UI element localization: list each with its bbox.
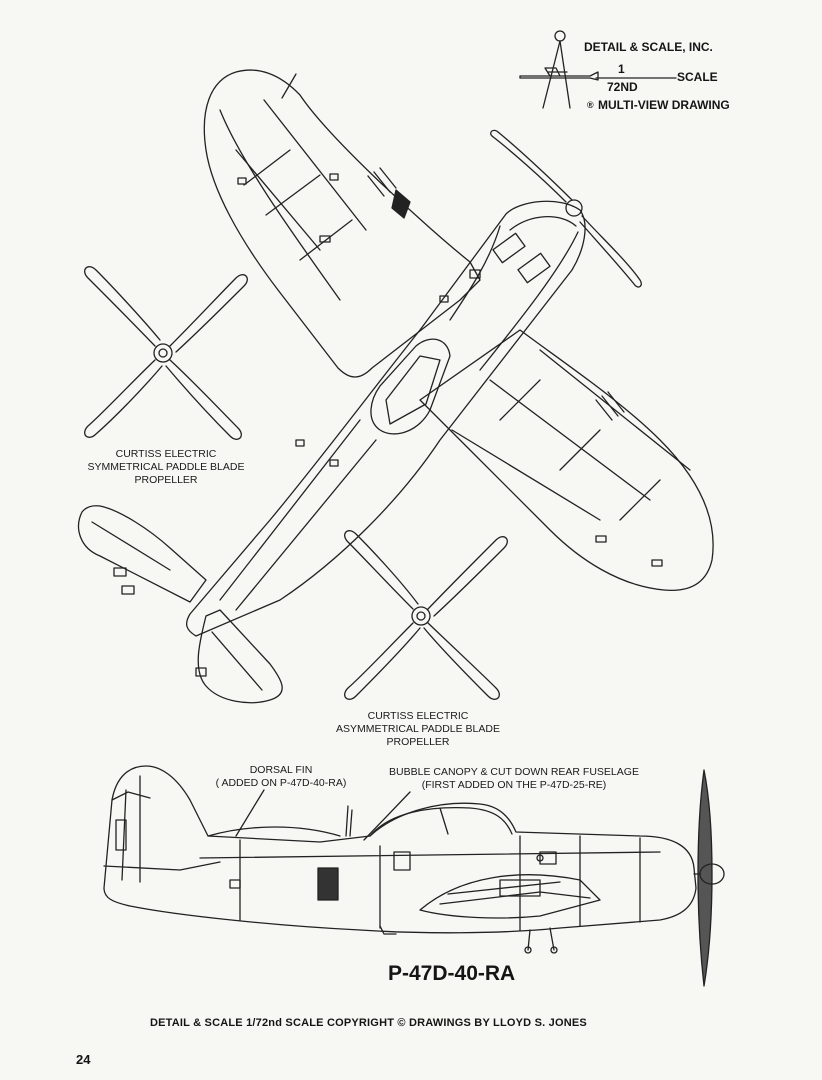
- callout-bubble-canopy: BUBBLE CANOPY & CUT DOWN REAR FUSELAGE (…: [372, 766, 656, 792]
- caption-line: SYMMETRICAL PADDLE BLADE: [87, 461, 245, 473]
- compass-logo-icon: [519, 30, 677, 109]
- side-profile-aircraft: [103, 765, 725, 987]
- caption-prop-symmetric: CURTISS ELECTRIC SYMMETRICAL PADDLE BLAD…: [76, 448, 256, 487]
- propeller-symmetric-drawing: [84, 266, 248, 440]
- caption-line: CURTISS ELECTRIC: [115, 448, 217, 460]
- caption-line: PROPELLER: [386, 736, 450, 748]
- aircraft-designation: P-47D-40-RA: [388, 962, 516, 985]
- callout-line: DORSAL FIN: [249, 764, 313, 776]
- registered-mark: ®: [587, 100, 594, 110]
- caption-line: CURTISS ELECTRIC: [367, 710, 469, 722]
- page-number: 24: [76, 1052, 91, 1067]
- company-name: DETAIL & SCALE, INC.: [584, 40, 713, 54]
- scale-numerator: 1: [618, 62, 625, 76]
- scale-denominator: 72ND: [607, 80, 638, 94]
- plan-view-aircraft: [77, 69, 714, 704]
- callout-dorsal-fin: DORSAL FIN ( ADDED ON P-47D-40-RA): [196, 764, 366, 790]
- caption-prop-asymmetric: CURTISS ELECTRIC ASYMMETRICAL PADDLE BLA…: [318, 710, 518, 749]
- scale-word: SCALE: [677, 70, 718, 84]
- caption-line: ASYMMETRICAL PADDLE BLADE: [336, 723, 500, 735]
- propeller-asymmetric-drawing: [344, 530, 508, 700]
- callout-line: BUBBLE CANOPY & CUT DOWN REAR FUSELAGE: [389, 766, 639, 778]
- footer-credit: DETAIL & SCALE 1/72nd SCALE COPYRIGHT © …: [150, 1017, 587, 1029]
- callout-line: (FIRST ADDED ON THE P-47D-25-RE): [421, 779, 607, 791]
- drawing-type: MULTI-VIEW DRAWING: [598, 98, 730, 112]
- callout-line: ( ADDED ON P-47D-40-RA): [215, 777, 347, 789]
- caption-line: PROPELLER: [134, 474, 198, 486]
